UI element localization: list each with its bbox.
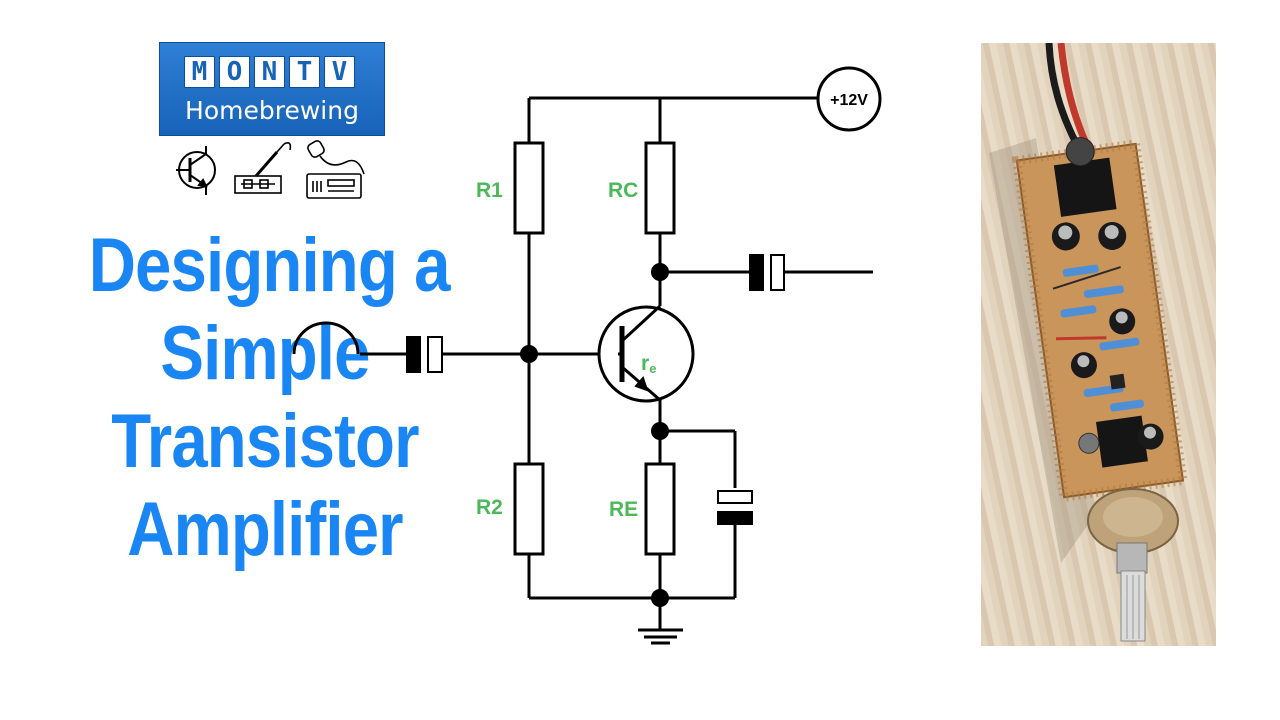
logo-letter: T (289, 56, 320, 88)
logo-letter: N (254, 56, 285, 88)
label-re-internal: re (641, 352, 656, 376)
label-re-sub: e (649, 361, 656, 376)
stripboard-amplifier-photo (981, 43, 1216, 646)
supply-terminal (816, 66, 882, 132)
title-line: Amplifier (127, 487, 403, 572)
logo-letter: O (219, 56, 250, 88)
label-re: RE (609, 498, 638, 521)
transistor-icon (176, 146, 216, 195)
supply-label: +12V (830, 92, 868, 109)
label-r2: R2 (476, 496, 503, 519)
label-rc: RC (608, 179, 638, 202)
wires (292, 96, 873, 630)
radio-transceiver-icon (306, 140, 365, 199)
photo-illustration (989, 43, 1189, 642)
resistor-rc (644, 141, 676, 235)
logo-letter: V (324, 56, 355, 88)
label-r1: R1 (476, 179, 503, 202)
logo-subtitle: Homebrewing (185, 96, 359, 125)
ground-symbol (638, 628, 683, 645)
montv-logo: M O N T V Homebrewing (159, 42, 385, 136)
logo-letter: M (184, 56, 215, 88)
resistor-r2 (513, 462, 545, 556)
label-re-main: r (641, 352, 649, 375)
title-line: Designing a (88, 223, 451, 308)
soldering-iron-icon (234, 142, 292, 194)
input-capacitor (406, 336, 443, 373)
output-capacitor (749, 254, 785, 291)
npn-transistor (597, 304, 695, 403)
bypass-capacitor (717, 490, 753, 525)
logo-wordmark: M O N T V (184, 56, 355, 88)
title-line: Transistor (111, 399, 419, 484)
resistor-re (644, 462, 676, 556)
video-title: Designing a Simple Transistor Amplifier (88, 222, 451, 574)
logo-icons (176, 140, 365, 199)
resistor-r1 (513, 141, 545, 235)
junction-dots (520, 263, 669, 607)
